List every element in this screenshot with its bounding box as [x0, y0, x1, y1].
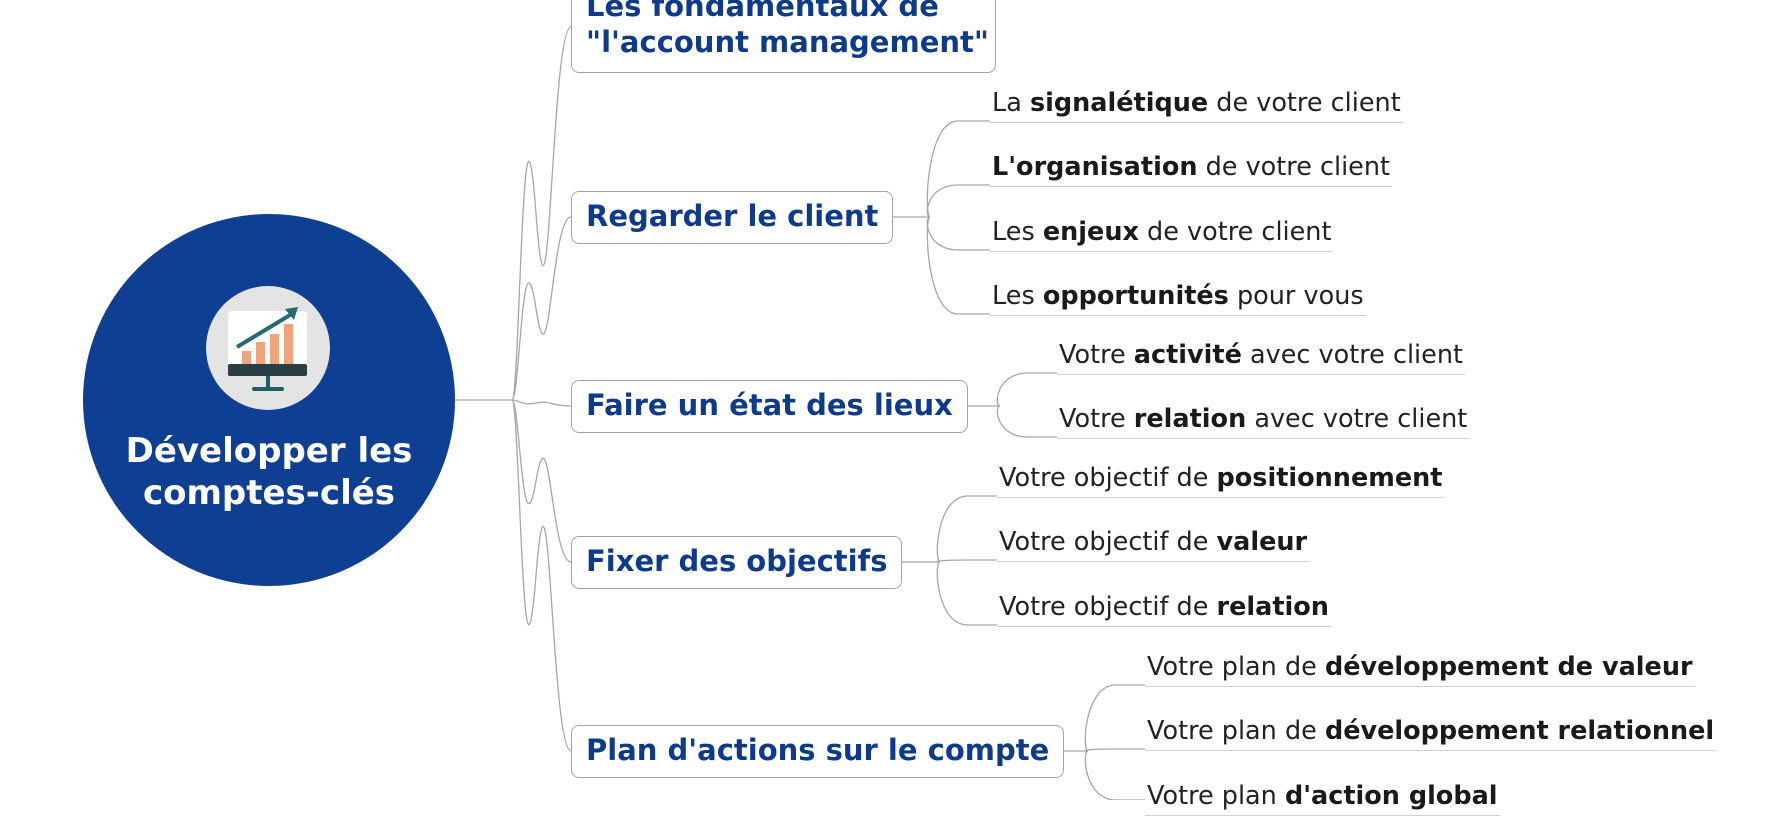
leaf-keyword: relation — [1216, 592, 1329, 622]
leaf-signaletique[interactable]: La signalétique de votre client — [990, 88, 1403, 123]
branch-fondamentaux-line2: "l'account management" — [586, 25, 989, 59]
leaf-keyword: opportunités — [1042, 281, 1229, 311]
leaf-text: Votre objectif de — [999, 592, 1217, 622]
connector-curve — [1084, 750, 1145, 800]
leaf-keyword: développement de valeur — [1324, 652, 1693, 682]
leaf-text: Votre — [1059, 404, 1134, 434]
root-label-line2: comptes-clés — [142, 473, 396, 513]
leaf-keyword: enjeux — [1042, 217, 1139, 247]
connector-curve — [996, 405, 1057, 438]
leaf-keyword: L'organisation — [992, 152, 1198, 182]
leaf-valeur[interactable]: Votre objectif de valeur — [997, 527, 1310, 562]
leaf-text: avec votre client — [1241, 340, 1463, 370]
leaf-text: Votre plan de — [1147, 652, 1325, 682]
leaf-keyword: activité — [1133, 340, 1242, 370]
leaf-text: de votre client — [1208, 88, 1401, 118]
connector-curve — [996, 372, 1057, 407]
connector-curve — [936, 495, 997, 563]
leaf-text: Votre plan — [1147, 781, 1285, 811]
connector-curve — [1084, 748, 1145, 752]
connector-curve — [511, 399, 572, 407]
root-node-label: Développer les comptes-clés — [84, 430, 454, 514]
root-label-line1: Développer les — [125, 431, 413, 471]
leaf-keyword: positionnement — [1216, 463, 1443, 493]
leaf-text: Les — [992, 217, 1043, 247]
leaf-keyword: développement relationnel — [1324, 716, 1715, 746]
leaf-text: Votre — [1059, 340, 1134, 370]
leaf-text: Les — [992, 281, 1043, 311]
leaf-text: de votre client — [1138, 217, 1332, 247]
leaf-text: Votre plan de — [1147, 716, 1325, 746]
leaf-organisation[interactable]: L'organisation de votre client — [990, 152, 1393, 187]
connector-curve — [926, 120, 990, 218]
leaf-text: Votre objectif de — [999, 527, 1217, 557]
connector-curve — [511, 399, 572, 752]
connector-curve — [936, 561, 997, 626]
leaf-keyword: d'action global — [1284, 781, 1498, 811]
leaf-keyword: signalétique — [1029, 88, 1209, 118]
branch-regarder-le-client[interactable]: Regarder le client — [571, 191, 894, 244]
leaf-keyword: valeur — [1216, 527, 1308, 557]
leaf-text: avec votre client — [1246, 404, 1468, 434]
leaf-text: Votre objectif de — [999, 463, 1217, 493]
connector-curve — [1084, 684, 1145, 752]
leaf-text: de votre client — [1197, 152, 1391, 182]
leaf-enjeux[interactable]: Les enjeux de votre client — [990, 217, 1334, 252]
leaf-developpement-relationnel[interactable]: Votre plan de développement relationnel — [1145, 716, 1717, 751]
branch-plan-actions[interactable]: Plan d'actions sur le compte — [571, 725, 1065, 778]
connector-curve — [511, 26, 572, 401]
connector-curve — [926, 216, 990, 251]
connector-curve — [511, 399, 572, 563]
growth-chart-monitor-icon — [206, 286, 330, 410]
branch-fondamentaux-line1: Les fondamentaux de — [586, 0, 939, 23]
connector-curve — [936, 559, 997, 563]
leaf-activite[interactable]: Votre activité avec votre client — [1057, 340, 1465, 375]
leaf-keyword: relation — [1133, 404, 1247, 434]
connector-curve — [926, 184, 990, 218]
branch-fondamentaux[interactable]: Les fondamentaux de "l'account managemen… — [571, 0, 996, 73]
branch-fixer-objectifs[interactable]: Fixer des objectifs — [571, 536, 903, 589]
leaf-text: pour vous — [1228, 281, 1364, 311]
leaf-action-global[interactable]: Votre plan d'action global — [1145, 781, 1500, 816]
leaf-text: La — [992, 88, 1030, 118]
leaf-relation-objectif[interactable]: Votre objectif de relation — [997, 592, 1331, 627]
branch-etat-des-lieux[interactable]: Faire un état des lieux — [571, 380, 968, 433]
leaf-opportunites[interactable]: Les opportunités pour vous — [990, 281, 1366, 316]
leaf-positionnement[interactable]: Votre objectif de positionnement — [997, 463, 1445, 498]
leaf-developpement-valeur[interactable]: Votre plan de développement de valeur — [1145, 652, 1695, 687]
connector-curve — [926, 216, 990, 315]
leaf-relation-client[interactable]: Votre relation avec votre client — [1057, 404, 1470, 439]
connector-curve — [511, 216, 572, 401]
